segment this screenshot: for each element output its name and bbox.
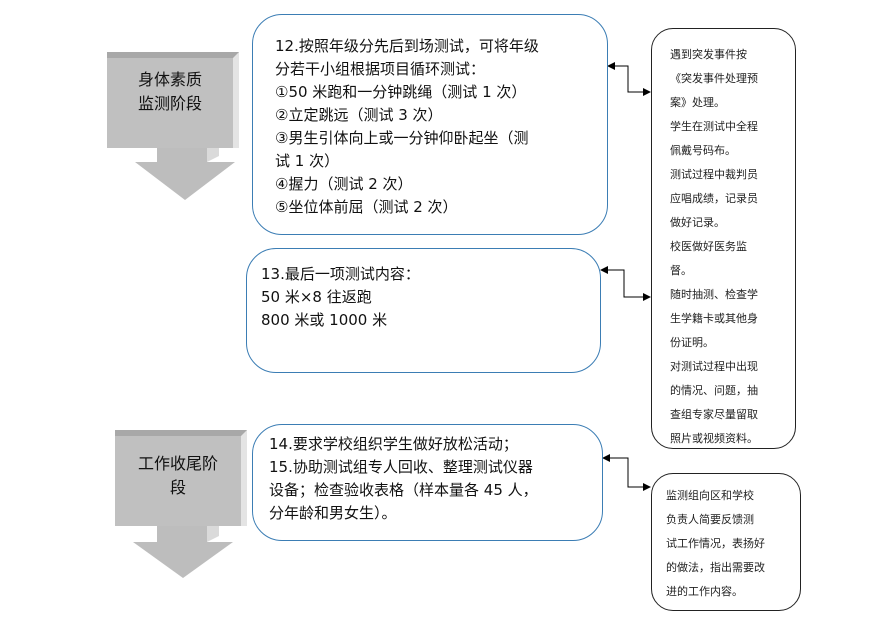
note-box-2: 监测组向区和学校 负责人简要反馈测 试工作情况，表扬好 的做法，指出需要改 进的… (651, 473, 801, 611)
step-text: 分若干小组根据项目循环测试： (275, 60, 486, 78)
note-text: 份证明。 (670, 336, 714, 349)
step-text: 15.协助测试组专人回收、整理测试仪器 (269, 458, 533, 476)
step-text: 14.要求学校组织学生做好放松活动； (269, 435, 518, 453)
connector-arrow (607, 62, 651, 96)
note-text: 应唱成绩，记录员 (670, 192, 758, 205)
note-text: 随时抽测、检查学 (670, 288, 758, 301)
note-text: 生学籍卡或其他身 (670, 312, 758, 325)
step-text: ①50 米跑和一分钟跳绳（测试 1 次） (275, 83, 527, 101)
step-text: ④握力（测试 2 次） (275, 175, 413, 193)
note-text: 负责人简要反馈测 (666, 513, 754, 526)
step-13-box: 13.最后一项测试内容： 50 米×8 往返跑 800 米或 1000 米 (246, 248, 601, 373)
note-box-1: 遇到突发事件按 《突发事件处理预 案》处理。 学生在测试中全程 佩戴号码布。 测… (651, 28, 796, 449)
note-text: 的情况、问题，抽 (670, 384, 758, 397)
step-14-15-box: 14.要求学校组织学生做好放松活动； 15.协助测试组专人回收、整理测试仪器 设… (252, 424, 603, 541)
step-text: ⑤坐位体前屈（测试 2 次） (275, 198, 458, 216)
step-text: ②立定跳远（测试 3 次） (275, 106, 443, 124)
note-text: 进的工作内容。 (666, 585, 743, 598)
step-12-box: 12.按照年级分先后到场测试，可将年级 分若干小组根据项目循环测试： ①50 米… (252, 14, 608, 235)
note-text: 校医做好医务监 (670, 240, 747, 253)
step-text: 设备；检查验收表格（样本量各 45 人， (269, 481, 538, 499)
stage-1: 身体素质 监测阶段 (107, 52, 247, 202)
note-text: 对测试过程中出现 (670, 360, 758, 373)
note-text: 试工作情况，表扬好 (666, 537, 765, 550)
step-text: 12.按照年级分先后到场测试，可将年级 (275, 37, 539, 55)
note-text: 测试过程中裁判员 (670, 168, 758, 181)
step-text: 试 1 次） (275, 152, 340, 170)
stage-label: 工作收尾阶 (137, 454, 218, 473)
connector-arrow (602, 454, 651, 491)
step-text: 50 米×8 往返跑 (261, 288, 372, 306)
step-text: ③男生引体向上或一分钟仰卧起坐（测 (275, 129, 529, 147)
note-text: 监测组向区和学校 (666, 489, 754, 502)
stage-2: 工作收尾阶 段 (115, 430, 255, 580)
connector-arrow (600, 266, 651, 301)
note-text: 做好记录。 (670, 216, 725, 229)
stage-label: 监测阶段 (137, 94, 202, 113)
note-text: 案》处理。 (670, 96, 725, 109)
stage-label: 身体素质 (137, 70, 202, 89)
note-text: 的做法，指出需要改 (666, 561, 765, 574)
note-text: 遇到突发事件按 (670, 48, 747, 61)
step-text: 分年龄和男女生）。 (269, 504, 397, 522)
note-text: 查组专家尽量留取 (670, 408, 758, 421)
note-text: 《突发事件处理预 (670, 72, 758, 85)
step-text: 13.最后一项测试内容： (261, 265, 420, 283)
note-text: 照片或视频资料。 (670, 432, 758, 445)
stage-label: 段 (169, 478, 186, 497)
step-text: 800 米或 1000 米 (261, 311, 388, 329)
note-text: 学生在测试中全程 (670, 120, 758, 133)
note-text: 督。 (670, 264, 692, 277)
note-text: 佩戴号码布。 (670, 144, 736, 157)
